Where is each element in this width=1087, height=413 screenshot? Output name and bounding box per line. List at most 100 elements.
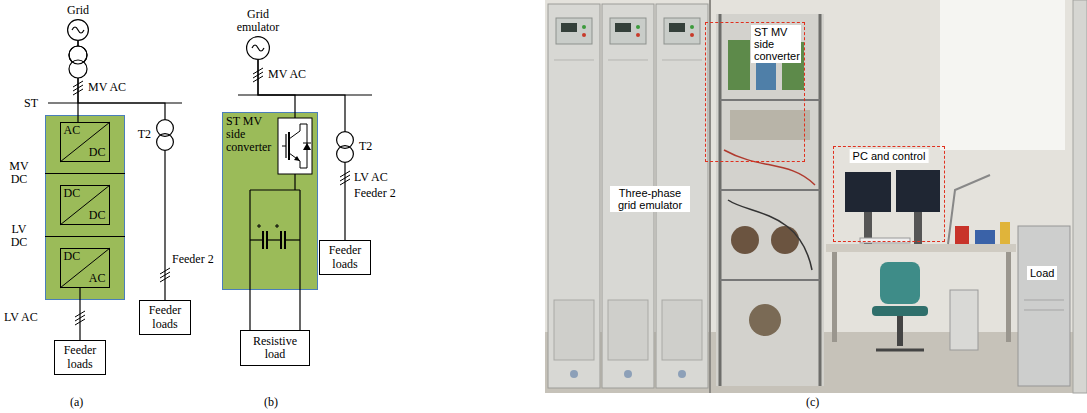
node-drawing [72,27,84,33]
emulator-cabinet [556,18,592,44]
node-text: Grid emulator [233,8,283,34]
label-text: Three-phase grid emulator [613,187,687,211]
emulator-cabinet [582,25,586,29]
converter-rack [720,99,820,101]
node-text: DC [64,187,81,200]
transformer-symbol [69,46,87,78]
node-text: DC [64,250,81,263]
node-text: ST [24,97,38,110]
node-drawing [157,134,174,151]
converter-block: DC AC [60,248,110,288]
transformer-symbol: T2 [336,131,354,163]
wire-path [299,290,300,330]
node-text: DC [89,146,106,159]
emulator-cabinet [548,4,600,388]
emulator-cabinet [548,4,708,388]
node-drawing [60,122,110,162]
node-drawing [280,231,282,249]
node-drawing [77,115,78,122]
converter-rack [720,279,820,281]
emulator-cabinet [561,23,577,32]
converter-rack [730,110,810,140]
node-drawing [67,19,89,41]
desk [826,244,1016,252]
chair [876,349,924,352]
node-drawing [288,132,290,160]
emulator-cabinet [662,300,702,360]
converter-block: DC DC [60,185,110,225]
node-text: ST MV side converter [226,115,274,155]
node-drawing [300,167,307,168]
label-text: LV AC [4,311,38,324]
node-text: AC [89,272,106,285]
node-drawing [285,134,286,158]
photo-seam [709,0,711,393]
desk [860,238,910,243]
node-text: T2 [359,140,372,153]
node-text: DC [89,209,106,222]
label-patch: PC and control [850,149,929,163]
lab-photo [940,0,1065,150]
node-drawing [79,288,80,300]
node-drawing [303,142,311,143]
three-phase-mark [73,89,83,95]
wire [78,41,165,119]
converter-rack [728,40,750,90]
three-phase-mark [253,76,263,82]
three-phase-mark [160,276,170,282]
desk [975,230,995,244]
converter-rack [724,150,815,185]
emulator-cabinet [554,60,594,61]
label-text: MV AC [268,68,306,81]
load-cabinet [1024,300,1064,301]
wire [250,290,300,330]
transformer-symbol [69,60,87,78]
emulator-cabinet [608,60,648,61]
node-drawing [258,224,259,228]
node-drawing [278,118,312,174]
node-drawing [267,239,281,240]
node-drawing [285,239,300,240]
node-drawing [294,112,295,118]
converter-block: ACDC [60,122,110,162]
node-drawing [60,185,110,225]
label-patch: ST MV side converter [751,25,801,63]
desk [948,175,990,244]
node-drawing [299,161,300,168]
converter-rack [731,226,759,254]
node-drawing [45,172,125,173]
node-text: Feeder loads [143,304,187,330]
wire-path [78,41,165,119]
node-drawing [247,37,270,60]
desk [955,226,969,244]
converter-box: ST MV side converter [222,112,318,290]
chair [880,262,920,304]
node-drawing [68,20,89,41]
label-text: MV DC [4,160,34,186]
node-text: PC and control [853,150,926,162]
load-box: Feeder loads [54,340,106,375]
desk [1006,252,1011,342]
emulator-cabinet [662,60,702,61]
load-box: Resistive load [240,330,310,366]
node-drawing [45,115,125,300]
desk [896,170,940,212]
emulator-cabinet [615,23,631,32]
node-drawing [250,189,300,190]
label-text: (a) [70,396,83,409]
emulator-cabinet [690,33,694,37]
label-text: (b) [264,396,278,409]
converter-rack [716,14,824,386]
highlight-box: ST MV side converter [705,22,805,162]
node-drawing [156,119,174,151]
converter-rack [719,14,722,386]
three-phase-mark [75,319,85,325]
node-drawing [250,239,263,240]
emulator-cabinet [690,25,694,29]
transformer-symbol [69,46,87,64]
node-drawing [294,174,295,190]
label-text: Load [1030,267,1054,279]
node-drawing [289,131,300,139]
